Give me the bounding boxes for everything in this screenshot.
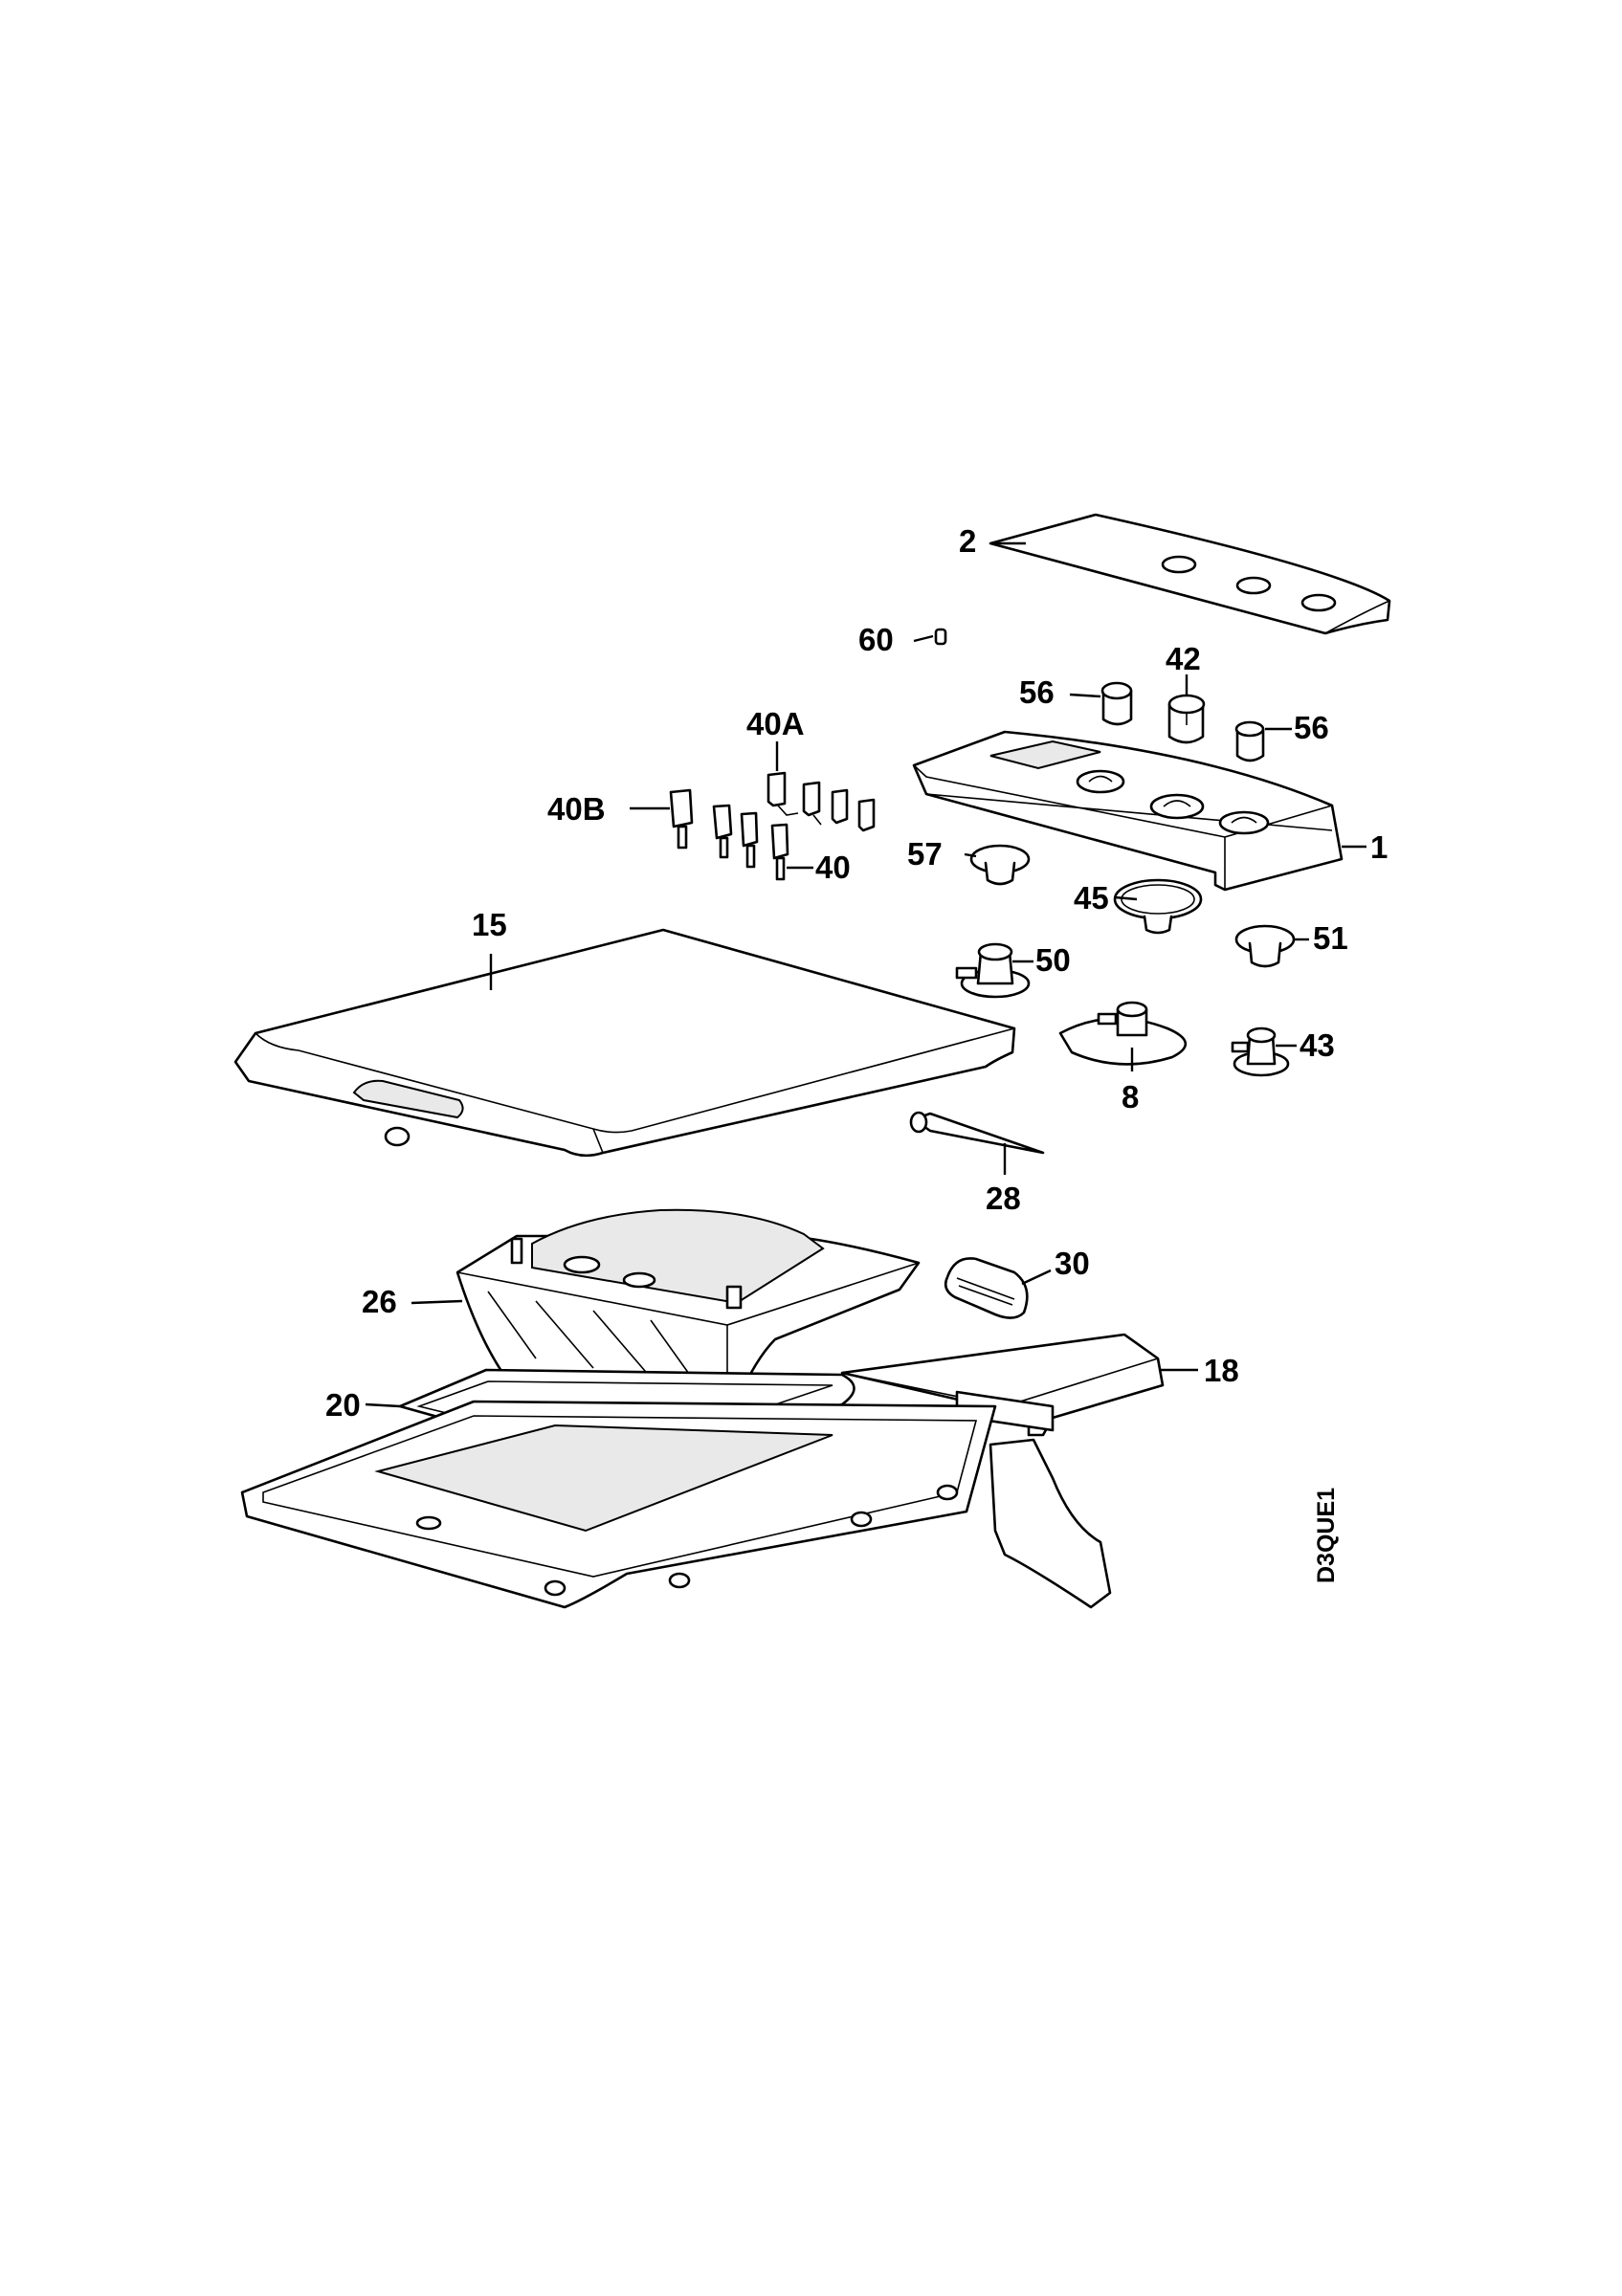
callout-57: 57 xyxy=(907,836,943,872)
part-42-knob xyxy=(1167,694,1206,744)
base-frame xyxy=(240,1400,997,1609)
callout-45: 45 xyxy=(1074,880,1109,916)
callout-15: 15 xyxy=(472,907,507,942)
part-56-knob-left xyxy=(1100,681,1133,726)
callout-56-left: 56 xyxy=(1019,674,1055,710)
part-40a-buttons xyxy=(767,771,876,832)
part-50-valve xyxy=(955,942,1031,999)
part-40-buttons xyxy=(712,804,789,881)
part-45-dial xyxy=(1113,878,1203,935)
drawing-code: D3QUE1 xyxy=(1313,1488,1340,1583)
leader-lines xyxy=(365,541,1366,1408)
callout-40b: 40B xyxy=(547,791,606,827)
part-2-panel-cover xyxy=(989,513,1391,635)
part-1-control-panel xyxy=(912,730,1344,892)
part-28-probe xyxy=(909,1111,1045,1155)
callout-30: 30 xyxy=(1055,1246,1090,1281)
callout-50: 50 xyxy=(1035,942,1071,978)
part-40b-button xyxy=(669,788,694,850)
callout-43: 43 xyxy=(1300,1027,1335,1063)
callout-60: 60 xyxy=(858,622,894,657)
callout-20: 20 xyxy=(325,1387,361,1423)
callout-42: 42 xyxy=(1166,641,1201,676)
callout-28: 28 xyxy=(986,1181,1021,1216)
part-26-dispenser xyxy=(455,1208,921,1410)
callout-56-right: 56 xyxy=(1294,710,1329,745)
callout-1: 1 xyxy=(1370,829,1388,865)
callout-18: 18 xyxy=(1204,1353,1239,1388)
part-30-seal xyxy=(944,1257,1029,1319)
part-8-bracket xyxy=(1058,1001,1188,1066)
callout-2: 2 xyxy=(959,523,976,559)
part-15-lid xyxy=(233,928,1016,1158)
callout-26: 26 xyxy=(362,1284,397,1319)
part-57-selector xyxy=(969,844,1031,886)
part-56-knob-right xyxy=(1234,720,1265,762)
callout-40a: 40A xyxy=(746,706,805,741)
callout-40: 40 xyxy=(815,850,851,885)
part-18-rail xyxy=(840,1333,1165,1609)
callout-51: 51 xyxy=(1313,920,1348,956)
callout-labels: 2 60 42 56 56 40A 40B 40 1 57 45 51 15 5… xyxy=(325,523,1388,1423)
callout-8: 8 xyxy=(1122,1079,1139,1115)
part-60-pin xyxy=(934,628,947,646)
part-43-valve xyxy=(1231,1027,1290,1077)
part-51-selector xyxy=(1234,924,1296,968)
